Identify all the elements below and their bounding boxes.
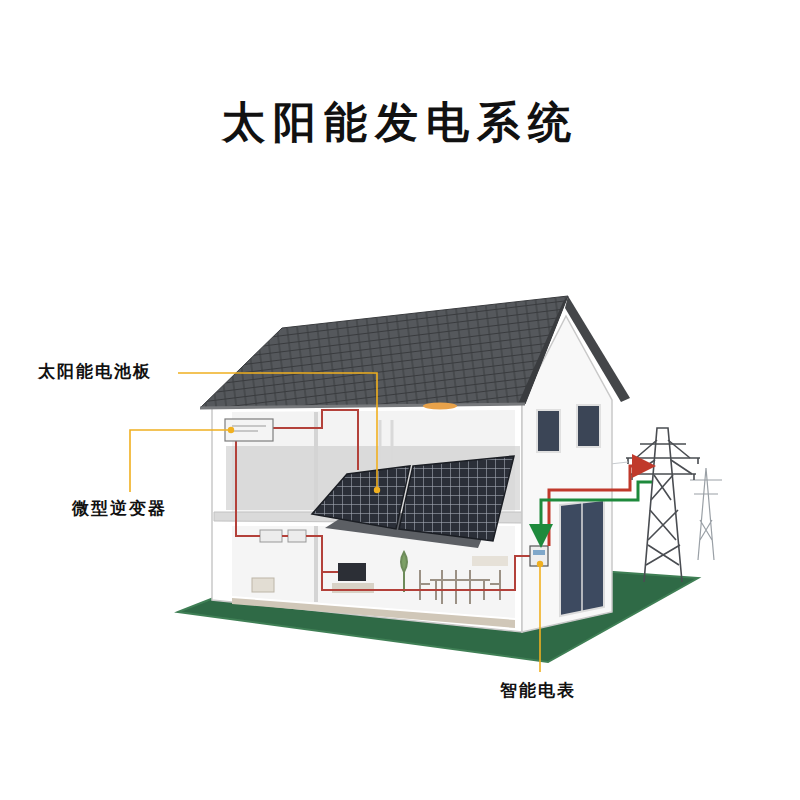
lower-floor: [232, 598, 515, 628]
leader-lines: [130, 373, 540, 672]
inverter-mark: [232, 426, 266, 431]
roof-edge: [518, 296, 568, 404]
shelf: [472, 556, 508, 566]
tv-stand: [332, 583, 374, 593]
export-arrow: [549, 466, 644, 546]
callout-label: 太阳能电池板: [36, 361, 154, 381]
socket-box: [288, 530, 306, 542]
dining-set: [420, 570, 500, 604]
house-wall: [212, 402, 522, 632]
door: [560, 500, 604, 616]
solar-panel: [399, 456, 514, 541]
door-frame: [581, 503, 583, 611]
breaker-box: [260, 530, 282, 542]
back-tower: [690, 468, 722, 560]
import-arrow: [541, 482, 652, 536]
meter-display: [533, 550, 545, 555]
solar-panel: [312, 466, 410, 529]
window: [537, 410, 560, 452]
ceiling-lamp: [423, 403, 457, 410]
power-tower: [626, 428, 700, 582]
red-wiring: [226, 410, 530, 590]
eave: [200, 404, 525, 408]
roof-edge: [565, 296, 630, 402]
window: [577, 405, 600, 447]
callout-label: 智能电表: [498, 680, 578, 700]
micro-inverter: [225, 419, 273, 441]
diagram-title: 太阳能发电系统: [0, 96, 800, 148]
roof: [200, 296, 568, 408]
plant: [401, 552, 407, 592]
cabinet: [252, 578, 274, 592]
leader-dots: [228, 427, 543, 567]
tv: [338, 563, 366, 581]
callout-label: 微型逆变器: [70, 498, 169, 518]
